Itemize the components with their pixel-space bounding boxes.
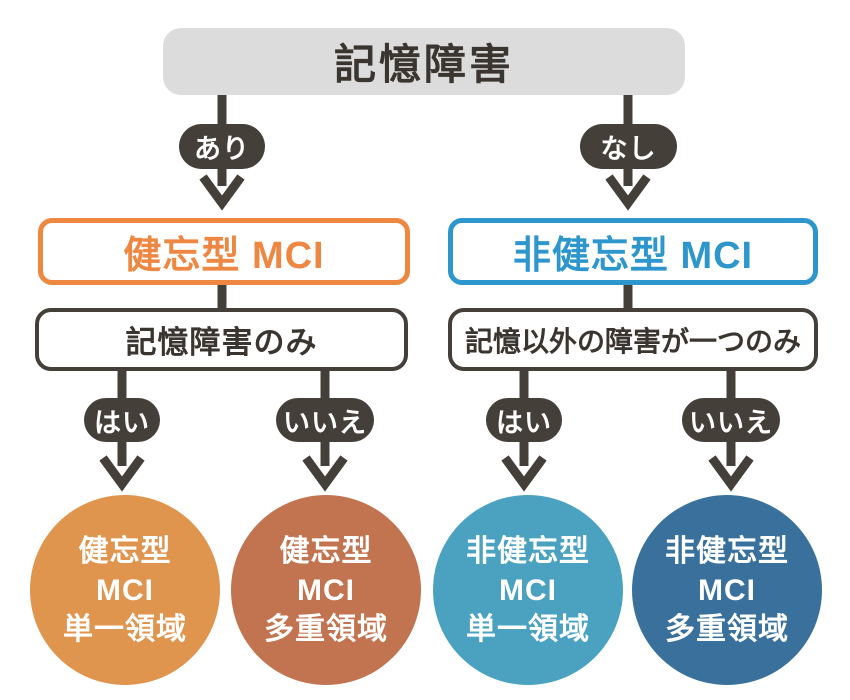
outcome-text-line: MCI [499,573,557,607]
question-memory-only: 記憶障害のみ [35,308,408,371]
outcome-text-line: 単一領域 [63,612,187,646]
outcome-text-line: MCI [96,573,154,607]
answer-pill-left-no: いいえ [276,398,374,442]
outcome-amnestic-mci-single-domain: 健忘型 MCI 単一領域 [30,495,220,685]
root-node-memory-impairment: 記憶障害 [163,28,685,95]
outcome-text-line: 多重領域 [665,612,789,646]
question-single-nonmemory-impairment: 記憶以外の障害が一つのみ [448,308,818,371]
outcome-text-line: MCI [297,573,355,607]
answer-pill-right-yes: はい [486,398,562,442]
outcome-amnestic-mci-multiple-domain: 健忘型 MCI 多重領域 [231,495,421,685]
node-amnestic-mci: 健忘型 MCI [38,218,410,285]
outcome-nonamnestic-mci-multiple-domain: 非健忘型 MCI 多重領域 [632,495,822,685]
branch-pill-absent: なし [580,124,677,169]
branch-pill-present: あり [179,124,265,169]
outcome-text-line: 単一領域 [466,612,590,646]
answer-pill-right-no: いいえ [682,398,780,442]
outcome-text-line: MCI [698,573,756,607]
arrowhead-left-yes [99,455,145,492]
outcome-text-line: 非健忘型 [466,534,590,568]
node-nonamnestic-mci: 非健忘型 MCI [448,218,818,285]
answer-pill-left-yes: はい [84,398,160,442]
outcome-text-line: 非健忘型 [665,534,789,568]
arrowhead-right-no [708,455,754,492]
outcome-text-line: 多重領域 [264,612,388,646]
outcome-text-line: 健忘型 [279,534,373,568]
arrowhead-root-right [605,174,651,211]
outcome-text-line: 健忘型 [78,534,172,568]
arrowhead-left-no [302,455,348,492]
arrowhead-root-left [199,174,245,211]
outcome-nonamnestic-mci-single-domain: 非健忘型 MCI 単一領域 [433,495,623,685]
arrowhead-right-yes [501,455,547,492]
